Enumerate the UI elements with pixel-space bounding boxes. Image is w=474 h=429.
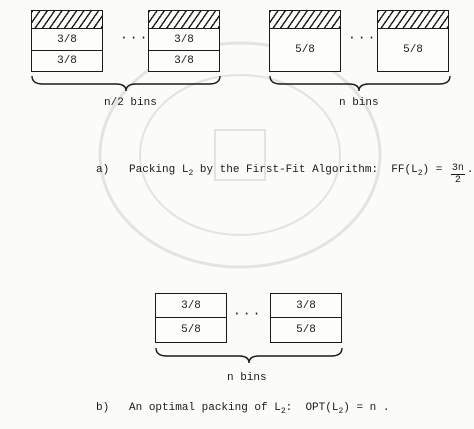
hatched-waste-region	[378, 11, 448, 29]
hatched-waste-region	[270, 11, 340, 29]
item-5-8: 5/8	[181, 323, 201, 336]
bin-optimal-left: 3/8 5/8	[155, 293, 227, 343]
bin-3-8-right: 3/8 3/8	[148, 10, 220, 72]
item-5-8: 5/8	[296, 323, 316, 336]
brace-group1	[31, 75, 221, 92]
item-5-8: 5/8	[403, 44, 423, 56]
bin-3-8-left: 3/8 3/8	[31, 10, 103, 72]
bin-count-label: n bins	[339, 97, 379, 109]
hatched-waste-region	[32, 11, 102, 29]
bin-count-label: n bins	[227, 372, 267, 384]
bin-count-label: n/2 bins	[104, 97, 157, 109]
ellipsis: ···	[233, 306, 263, 321]
item-3-8-upper: 3/8	[32, 29, 102, 51]
hatched-waste-region	[149, 11, 219, 29]
fraction-3n-over-2: 3n 2	[450, 163, 465, 186]
brace-optimal	[155, 347, 343, 364]
brace-group2	[269, 75, 451, 92]
item-5-8: 5/8	[295, 44, 315, 56]
item-3-8-upper: 3/8	[149, 29, 219, 51]
watermark-seal	[98, 41, 382, 269]
ellipsis: ···	[120, 30, 150, 45]
item-3-8-lower: 3/8	[57, 55, 77, 67]
item-3-8: 3/8	[156, 294, 226, 318]
bin-optimal-right: 3/8 5/8	[270, 293, 342, 343]
bin-5-8-left: 5/8	[269, 10, 341, 72]
item-3-8: 3/8	[271, 294, 341, 318]
item-3-8-lower: 3/8	[174, 55, 194, 67]
bin-5-8-right: 5/8	[377, 10, 449, 72]
ellipsis: ···	[348, 30, 378, 45]
